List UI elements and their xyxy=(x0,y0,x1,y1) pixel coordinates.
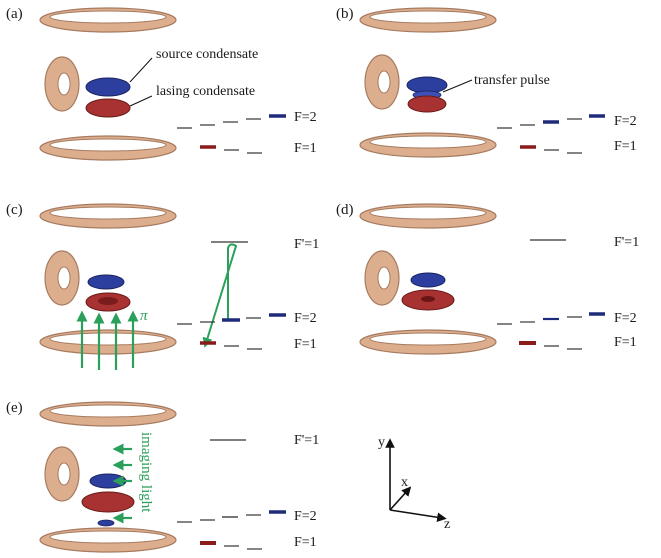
leader-line xyxy=(129,95,153,107)
panel-d: (d) F'=1 F=2 xyxy=(336,202,639,355)
source-condensate xyxy=(410,272,446,288)
label-fprime1: F'=1 xyxy=(294,237,319,252)
panel-label-b: (b) xyxy=(336,6,354,22)
f2-levels xyxy=(177,510,286,523)
leader-line xyxy=(129,57,153,83)
pump-arrows xyxy=(76,310,139,370)
bottom-coil xyxy=(39,527,177,553)
lasing-condensate xyxy=(401,289,455,311)
axis-label-y: y xyxy=(378,435,385,450)
panel-e: (e) imaging light F'=1 xyxy=(6,400,319,553)
optical-pump-transition xyxy=(202,243,238,348)
lasing-condensate xyxy=(81,491,135,513)
f2-levels xyxy=(497,312,605,325)
source-condensate xyxy=(85,77,131,97)
top-coil xyxy=(359,203,497,229)
imaging-arrows xyxy=(112,443,132,524)
top-coil xyxy=(359,7,497,33)
panel-label-e: (e) xyxy=(6,400,23,416)
top-coil xyxy=(39,203,177,229)
lasing-condensate xyxy=(407,95,447,113)
side-coil xyxy=(364,250,400,306)
axis-label-x: x xyxy=(401,475,408,490)
output-coupled-atoms xyxy=(97,519,115,527)
lasing-condensate xyxy=(85,292,131,312)
side-coil xyxy=(44,446,80,502)
panel-label-a: (a) xyxy=(6,6,23,22)
label-fprime1: F'=1 xyxy=(614,235,639,250)
label-f2: F=2 xyxy=(614,311,637,326)
top-coil xyxy=(39,7,177,33)
label-f2: F=2 xyxy=(614,114,637,129)
f1-levels xyxy=(519,341,582,350)
panel-b: (b) transfer pulse F=2 xyxy=(336,6,637,158)
f1-levels xyxy=(200,541,262,550)
panel-label-d: (d) xyxy=(336,202,354,218)
panel-label-c: (c) xyxy=(6,202,23,218)
f2-levels xyxy=(497,114,605,129)
label-source-condensate: source condensate xyxy=(156,47,258,62)
side-coil xyxy=(44,250,80,306)
label-f2: F=2 xyxy=(294,509,317,524)
label-transfer-pulse: transfer pulse xyxy=(474,73,550,88)
label-f2: F=2 xyxy=(294,110,317,125)
label-f1: F=1 xyxy=(294,141,317,156)
f1-levels xyxy=(200,341,262,350)
label-pi: π xyxy=(140,308,148,324)
source-condensate xyxy=(87,274,125,290)
label-f1: F=1 xyxy=(294,337,317,352)
f1-levels xyxy=(200,145,262,154)
side-coil xyxy=(44,56,80,112)
top-coil xyxy=(39,401,177,427)
label-imaging-light: imaging light xyxy=(138,432,154,513)
bottom-coil xyxy=(39,329,177,355)
label-f1: F=1 xyxy=(614,139,637,154)
axis-label-z: z xyxy=(444,517,450,532)
label-f2: F=2 xyxy=(294,311,317,326)
label-lasing-condensate: lasing condensate xyxy=(156,84,255,99)
panel-a: (a) source condensate lasing condensate … xyxy=(6,6,317,161)
label-f1: F=1 xyxy=(614,335,637,350)
label-fprime1: F'=1 xyxy=(294,433,319,448)
panel-c: (c) π F'=1 xyxy=(6,202,319,370)
lasing-condensate xyxy=(85,98,131,118)
label-f1: F=1 xyxy=(294,535,317,550)
leader-line xyxy=(442,79,473,93)
f1-levels xyxy=(520,145,582,154)
side-coil xyxy=(364,54,400,110)
coordinate-axes xyxy=(385,438,447,523)
f2-levels xyxy=(177,313,286,325)
f2-levels xyxy=(177,114,286,129)
bottom-coil xyxy=(359,329,497,355)
bottom-coil xyxy=(359,132,497,158)
bottom-coil xyxy=(39,135,177,161)
